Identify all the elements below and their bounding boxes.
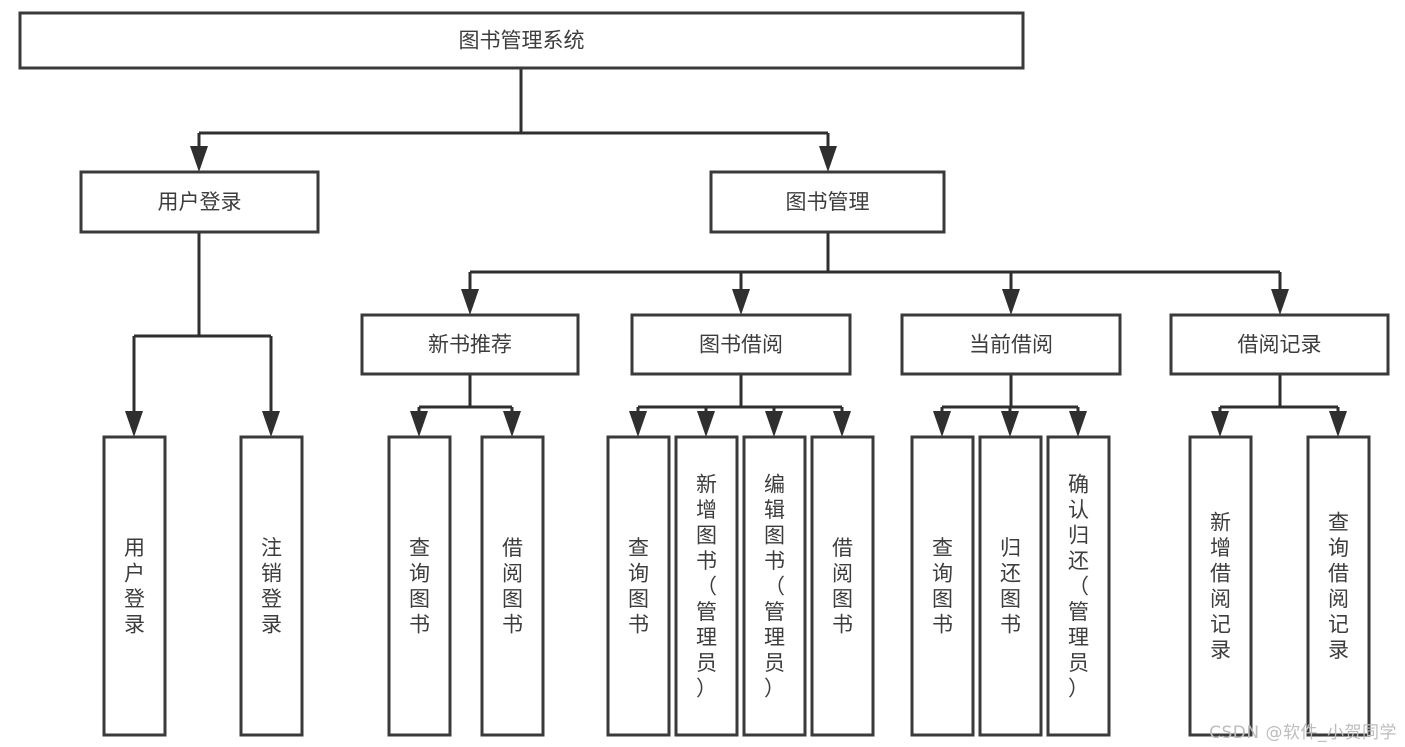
watermark-text: CSDN @软件_小贺同学 bbox=[1209, 723, 1397, 743]
node-box[interactable] bbox=[674, 435, 739, 737]
node-leaf-query-book-1[interactable]: 查询图书 bbox=[387, 435, 452, 737]
node-box[interactable] bbox=[79, 170, 320, 234]
node-box[interactable] bbox=[239, 435, 304, 737]
arrow-head-icon bbox=[765, 411, 783, 437]
node-box[interactable] bbox=[978, 435, 1043, 737]
connector-group-book-borrow bbox=[629, 374, 851, 437]
node-leaf-borrow-book-1[interactable]: 借阅图书 bbox=[480, 435, 545, 737]
arrow-head-icon bbox=[833, 411, 851, 437]
arrow-head-icon bbox=[819, 146, 837, 172]
node-leaf-logout[interactable]: 注销登录 bbox=[239, 435, 304, 737]
node-label: 借阅记录 bbox=[1238, 333, 1322, 357]
node-root[interactable]: 图书管理系统 bbox=[18, 11, 1025, 70]
node-box[interactable] bbox=[900, 313, 1122, 376]
node-box[interactable] bbox=[387, 435, 452, 737]
connector-layer bbox=[125, 68, 1347, 437]
node-box[interactable] bbox=[1169, 313, 1390, 376]
node-leaf-return-book[interactable]: 归还图书 bbox=[978, 435, 1043, 737]
node-book-manage[interactable]: 图书管理 bbox=[709, 170, 946, 234]
node-box[interactable] bbox=[709, 170, 946, 234]
node-leaf-add-book[interactable]: 新增图书（管理员） bbox=[674, 435, 739, 737]
arrow-head-icon bbox=[262, 411, 280, 437]
arrow-head-icon bbox=[125, 411, 143, 437]
node-new-book-recommend[interactable]: 新书推荐 bbox=[360, 313, 580, 376]
node-book-borrow[interactable]: 图书借阅 bbox=[630, 313, 852, 376]
node-user-login[interactable]: 用户登录 bbox=[79, 170, 320, 234]
connector-group-root bbox=[190, 68, 837, 172]
node-label: 用户登录 bbox=[124, 536, 145, 637]
arrow-head-icon bbox=[697, 411, 715, 437]
node-box[interactable] bbox=[102, 435, 167, 737]
node-leaf-query-record[interactable]: 查询借阅记录 bbox=[1306, 435, 1371, 737]
node-box[interactable] bbox=[606, 435, 671, 737]
node-label: 用户登录 bbox=[158, 190, 242, 214]
node-leaf-add-record[interactable]: 新增借阅记录 bbox=[1188, 435, 1253, 737]
arrow-head-icon bbox=[503, 411, 521, 437]
node-layer: 图书管理系统用户登录图书管理新书推荐图书借阅当前借阅借阅记录用户登录注销登录查询… bbox=[18, 11, 1390, 737]
node-box[interactable] bbox=[1046, 435, 1111, 737]
node-box[interactable] bbox=[630, 313, 852, 376]
node-label: 当前借阅 bbox=[969, 333, 1053, 357]
node-box[interactable] bbox=[1188, 435, 1253, 737]
node-label: 新书推荐 bbox=[428, 333, 512, 357]
node-box[interactable] bbox=[742, 435, 807, 737]
arrow-head-icon bbox=[1069, 411, 1087, 437]
arrow-head-icon bbox=[933, 411, 951, 437]
arrow-head-icon bbox=[1001, 411, 1019, 437]
node-box[interactable] bbox=[810, 435, 875, 737]
connector-group-current-borrow bbox=[933, 374, 1087, 437]
node-leaf-query-book-2[interactable]: 查询图书 bbox=[606, 435, 671, 737]
connector-group-user-login bbox=[125, 232, 280, 437]
node-leaf-edit-book[interactable]: 编辑图书（管理员） bbox=[742, 435, 807, 737]
arrow-head-icon bbox=[410, 411, 428, 437]
arrow-head-icon bbox=[190, 146, 208, 172]
arrow-head-icon bbox=[1211, 411, 1229, 437]
node-leaf-query-book-3[interactable]: 查询图书 bbox=[910, 435, 975, 737]
node-label: 图书借阅 bbox=[699, 333, 783, 357]
arrow-head-icon bbox=[1271, 289, 1289, 315]
node-box[interactable] bbox=[910, 435, 975, 737]
node-box[interactable] bbox=[18, 11, 1025, 70]
node-label: 查询图书 bbox=[932, 536, 953, 637]
node-leaf-confirm-return[interactable]: 确认归还（管理员） bbox=[1046, 435, 1111, 737]
node-label: 查询图书 bbox=[409, 536, 430, 637]
node-label: 借阅图书 bbox=[832, 536, 853, 637]
node-box[interactable] bbox=[1306, 435, 1371, 737]
connector-group-new-book-recommend bbox=[410, 374, 521, 437]
node-label: 注销登录 bbox=[261, 536, 282, 637]
arrow-head-icon bbox=[461, 289, 479, 315]
node-label: 编辑图书（管理员） bbox=[764, 472, 785, 700]
arrow-head-icon bbox=[732, 289, 750, 315]
node-box[interactable] bbox=[360, 313, 580, 376]
arrow-head-icon bbox=[629, 411, 647, 437]
node-label: 查询借阅记录 bbox=[1328, 511, 1349, 663]
node-current-borrow[interactable]: 当前借阅 bbox=[900, 313, 1122, 376]
node-label: 新增借阅记录 bbox=[1210, 511, 1231, 663]
node-borrow-record[interactable]: 借阅记录 bbox=[1169, 313, 1390, 376]
node-box[interactable] bbox=[480, 435, 545, 737]
node-label: 图书管理系统 bbox=[459, 29, 585, 53]
connector-group-borrow-record bbox=[1211, 374, 1347, 437]
node-label: 借阅图书 bbox=[502, 536, 523, 637]
arrow-head-icon bbox=[1329, 411, 1347, 437]
node-label: 图书管理 bbox=[786, 190, 870, 214]
node-label: 确认归还（管理员） bbox=[1068, 472, 1089, 700]
node-label: 新增图书（管理员） bbox=[696, 472, 717, 700]
node-label: 查询图书 bbox=[628, 536, 649, 637]
node-leaf-user-login[interactable]: 用户登录 bbox=[102, 435, 167, 737]
node-leaf-borrow-book-2[interactable]: 借阅图书 bbox=[810, 435, 875, 737]
arrow-head-icon bbox=[1002, 289, 1020, 315]
node-label: 归还图书 bbox=[1000, 536, 1021, 637]
connector-group-book-manage bbox=[461, 232, 1289, 315]
